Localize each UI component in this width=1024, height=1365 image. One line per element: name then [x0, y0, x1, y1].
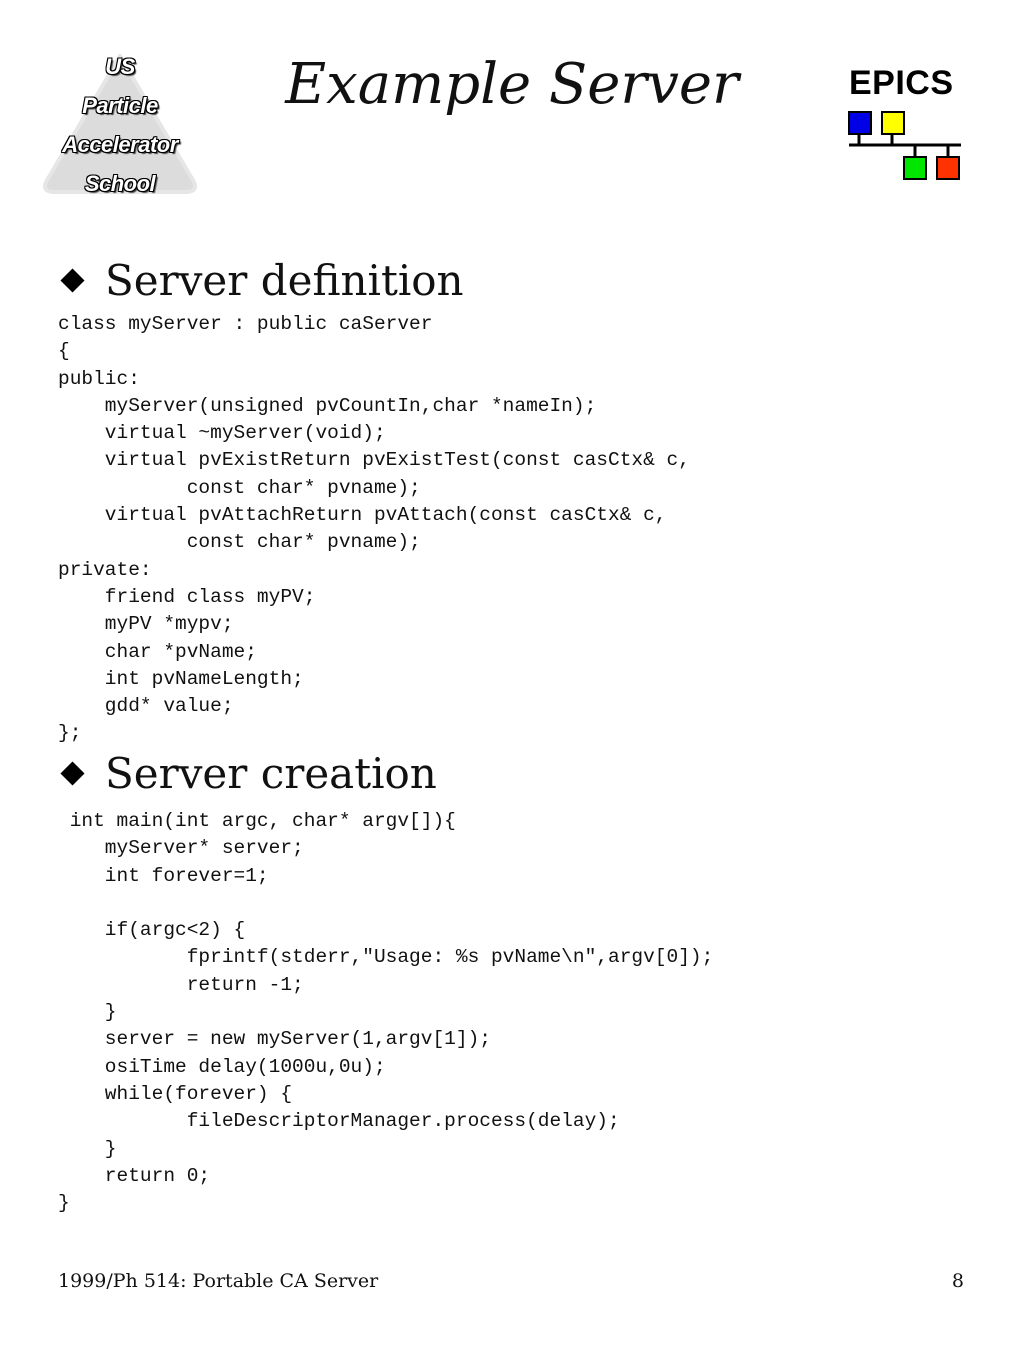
section-heading-text: Server creation — [105, 749, 437, 798]
code-line: myServer* server; — [58, 837, 304, 860]
code-line: virtual pvAttachReturn pvAttach(const ca… — [58, 504, 667, 527]
uspas-logo-triangle — [43, 54, 197, 194]
section-heading-text: Server definition — [105, 256, 464, 305]
code-block-server-definition: class myServer : public caServer { public:… — [58, 311, 690, 748]
uspas-logo-line: US — [105, 54, 135, 79]
code-line: private: — [58, 558, 152, 581]
code-line: gdd* value; — [58, 695, 234, 718]
code-line: if(argc<2) { — [58, 919, 246, 942]
footer-course-title: 1999/Ph 514: Portable CA Server — [58, 1270, 379, 1292]
uspas-logo-line: Accelerator — [62, 132, 178, 157]
page-title: Example Server — [285, 52, 739, 117]
code-line: } — [58, 1001, 117, 1024]
code-line — [58, 890, 713, 917]
code-line: public: — [58, 367, 140, 390]
code-line: myServer(unsigned pvCountIn,char *nameIn… — [58, 394, 597, 417]
code-line: virtual ~myServer(void); — [58, 422, 386, 445]
code-line: int main(int argc, char* argv[]){ — [58, 810, 456, 832]
section-heading-server-creation: Server creation — [58, 749, 437, 798]
code-line: char *pvName; — [58, 640, 257, 663]
uspas-logo-line: School — [84, 171, 156, 196]
page-number: 8 — [951, 1270, 964, 1292]
code-line: int pvNameLength; — [58, 667, 304, 690]
code-line: return 0; — [58, 1164, 211, 1187]
bullet-diamond-icon — [60, 761, 85, 786]
code-line: while(forever) { — [58, 1082, 293, 1105]
code-line: const char* pvname); — [58, 476, 421, 499]
bullet-diamond-icon — [60, 268, 85, 293]
code-line: fileDescriptorManager.process(delay); — [58, 1110, 620, 1133]
section-heading-server-definition: Server definition — [58, 256, 464, 305]
code-line: }; — [58, 722, 82, 745]
code-line: return -1; — [58, 973, 304, 996]
uspas-logo-line: Particle — [82, 93, 158, 118]
epics-logo: EPICS — [845, 64, 970, 189]
code-line: { — [58, 340, 70, 363]
code-line: int forever=1; — [58, 864, 269, 887]
code-line: class myServer : public caServer — [58, 313, 433, 335]
code-line: fprintf(stderr,"Usage: %s pvName\n",argv… — [58, 946, 714, 969]
uspas-logo: US Particle Accelerator School — [40, 50, 200, 200]
code-block-server-creation: int main(int argc, char* argv[]){ myServ… — [58, 808, 713, 1217]
code-line: virtual pvExistReturn pvExistTest(const … — [58, 449, 690, 472]
code-line: friend class myPV; — [58, 585, 316, 608]
code-line: myPV *mypv; — [58, 613, 234, 636]
code-line: osiTime delay(1000u,0u); — [58, 1055, 386, 1078]
code-line: } — [58, 1192, 70, 1215]
code-line: } — [58, 1137, 117, 1160]
code-line: const char* pvname); — [58, 531, 421, 554]
epics-network-icon — [848, 111, 961, 180]
code-line: server = new myServer(1,argv[1]); — [58, 1028, 491, 1051]
epics-logo-text: EPICS — [849, 64, 954, 102]
